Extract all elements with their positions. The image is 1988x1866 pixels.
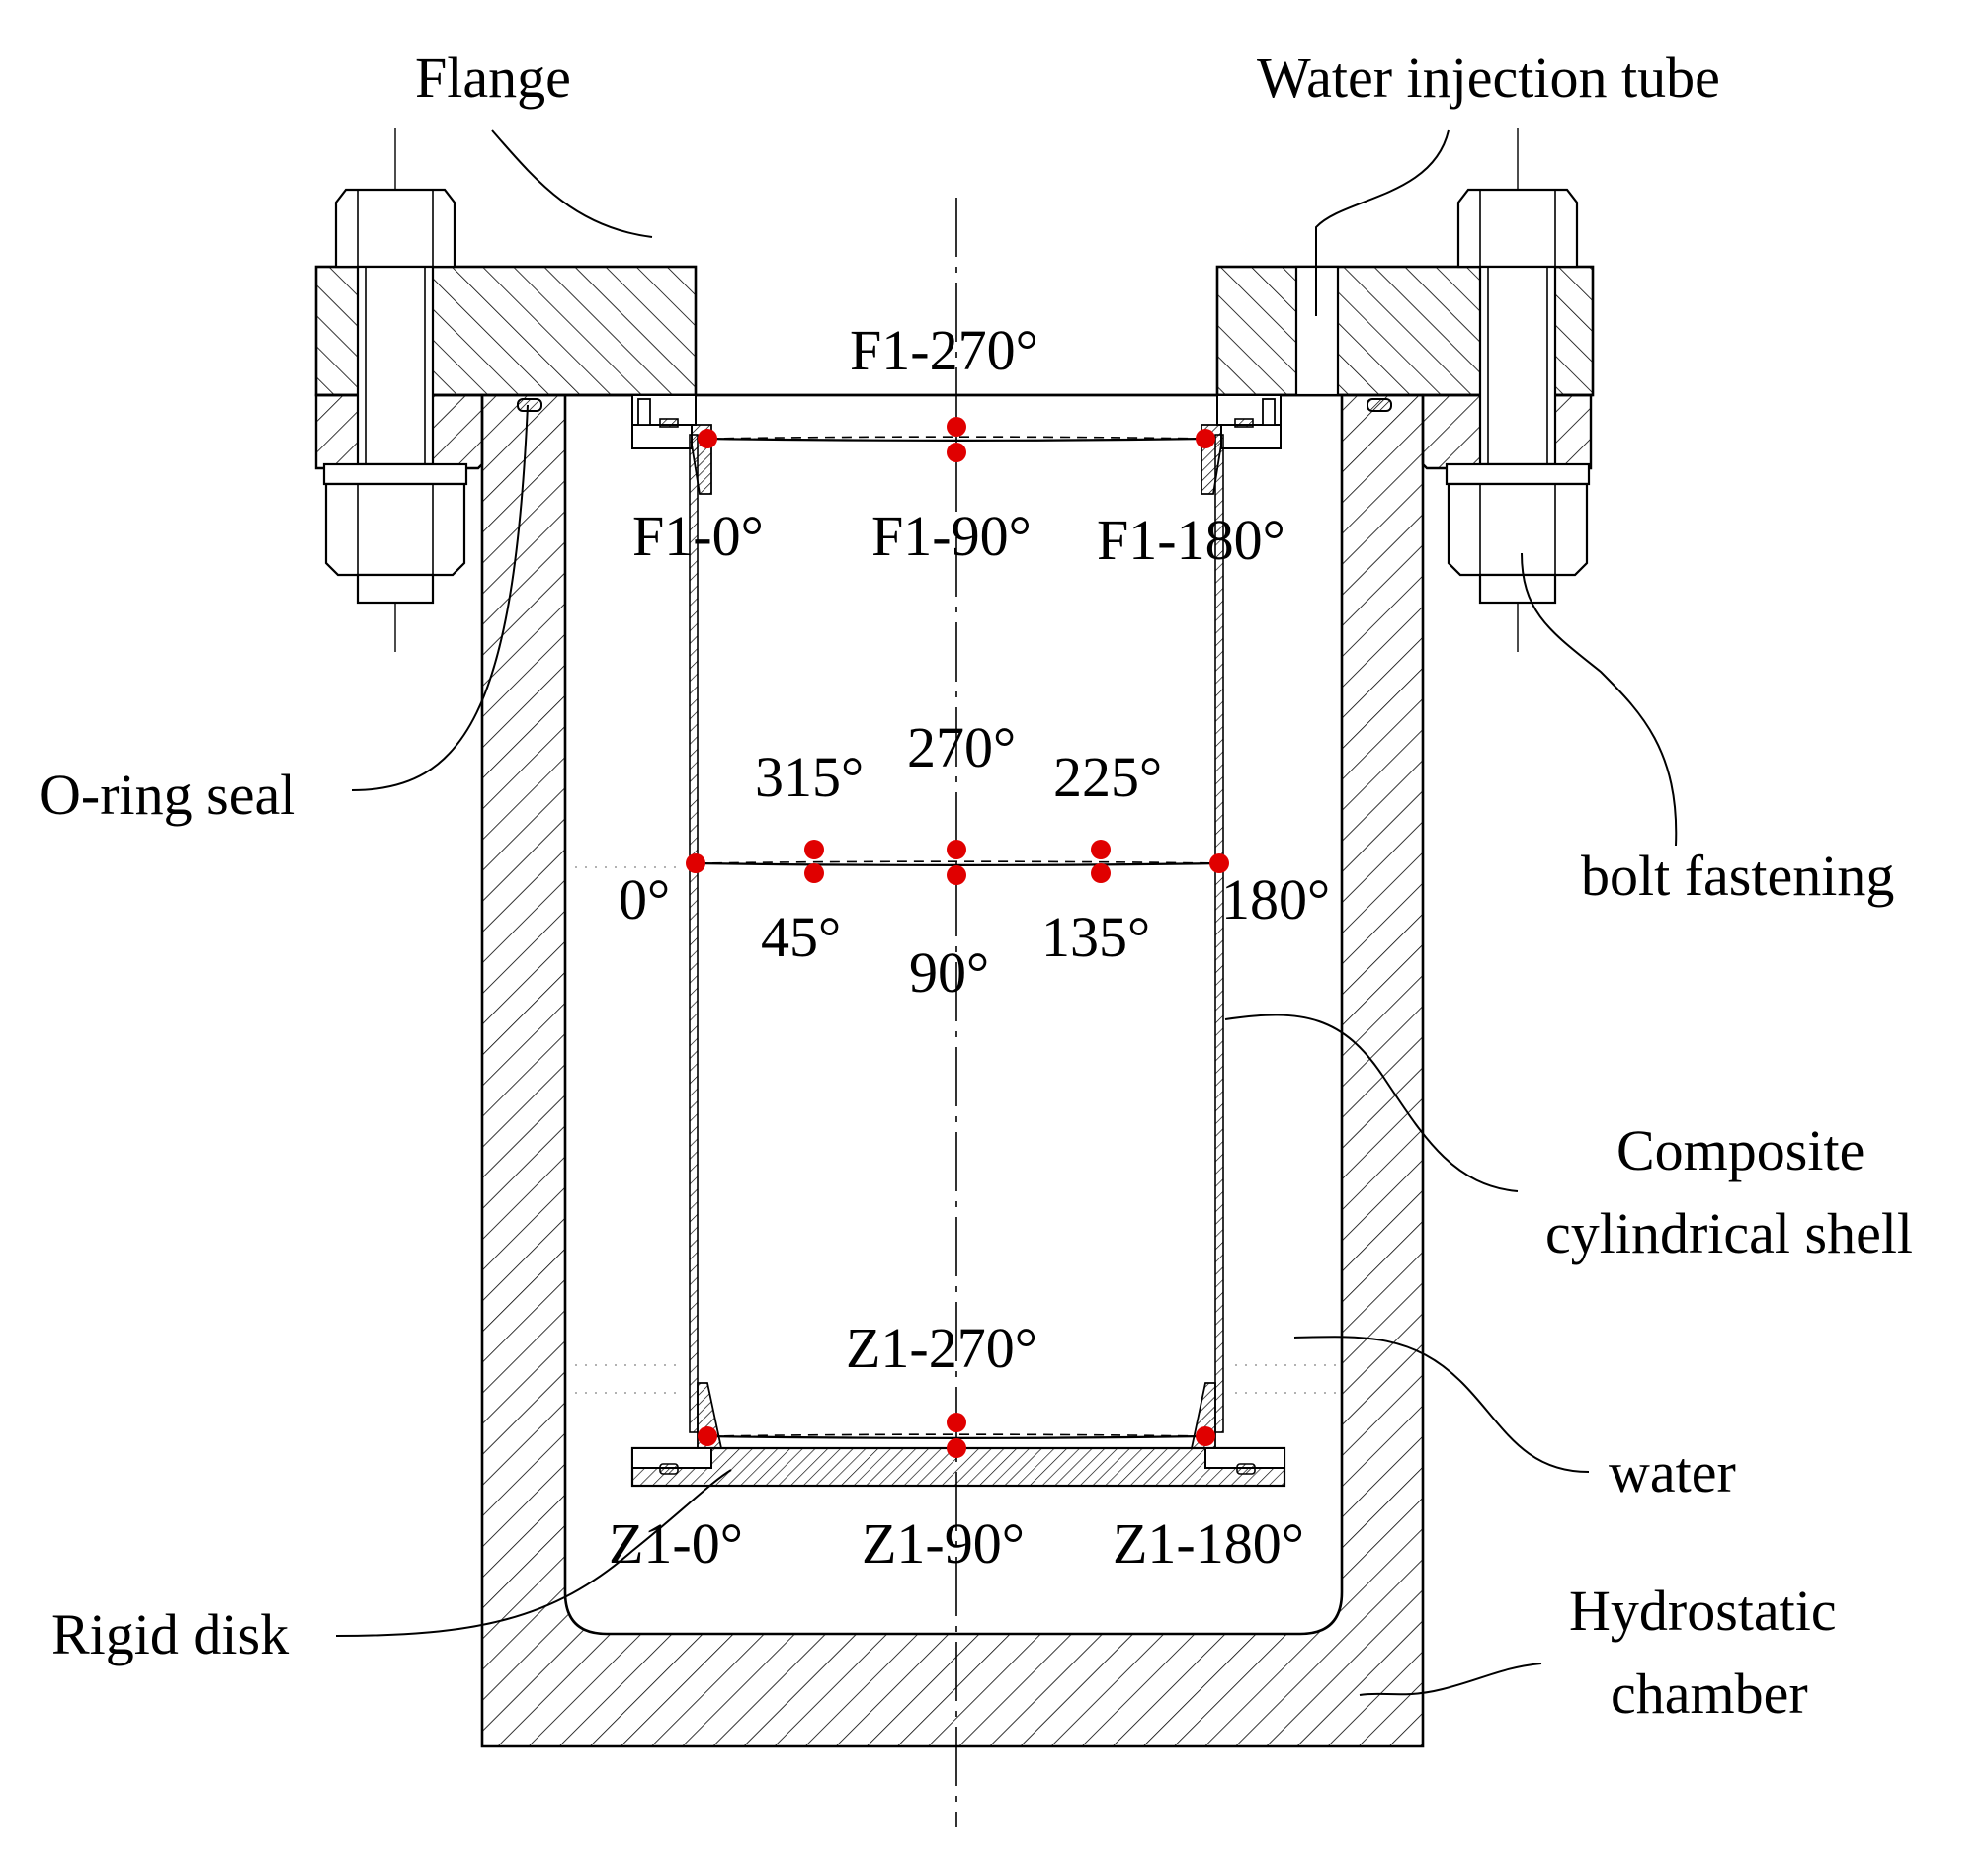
label-flange: Flange (415, 45, 571, 110)
label-f1-180: F1-180° (1097, 508, 1285, 572)
leader-composite-shell (1224, 1014, 1519, 1192)
label-hydrostatic-line1: Hydrostatic (1569, 1579, 1837, 1643)
label-composite-shell-line2: cylindrical shell (1545, 1201, 1913, 1265)
label-f1-90: F1-90° (871, 504, 1032, 568)
label-45: 45° (761, 905, 841, 969)
point-0 (686, 853, 705, 873)
point-135 (1091, 863, 1111, 883)
point-90 (947, 865, 966, 885)
bolt-left (322, 128, 468, 652)
bolt-right (1445, 128, 1591, 652)
label-180: 180° (1221, 867, 1330, 932)
o-ring-seal (517, 398, 1392, 412)
leader-rigid-disk (335, 1469, 732, 1637)
point-225 (1091, 840, 1111, 859)
label-135: 135° (1041, 905, 1150, 969)
point-f1-180 (1196, 429, 1215, 448)
label-f1-270: F1-270° (850, 318, 1038, 382)
point-f1-90 (947, 443, 966, 462)
label-hydrostatic-line2: chamber (1611, 1662, 1808, 1726)
callout-labels: Flange Water injection tube O-ring seal … (40, 45, 1913, 1726)
point-labels: F1-270° F1-0° F1-90° F1-180° 315° 270° 2… (609, 318, 1330, 1576)
label-z1-270: Z1-270° (846, 1316, 1037, 1380)
composite-cylindrical-shell (689, 434, 1224, 1433)
point-z1-180 (1196, 1426, 1215, 1446)
label-270: 270° (907, 715, 1016, 779)
point-f1-0 (698, 429, 717, 448)
leader-water-injection-tube (1315, 129, 1450, 316)
bottom-measurement-ring (706, 1433, 1206, 1439)
leader-lines (335, 129, 1678, 1696)
label-z1-90: Z1-90° (862, 1511, 1025, 1576)
point-180 (1209, 853, 1229, 873)
point-f1-270 (947, 417, 966, 437)
label-z1-0: Z1-0° (609, 1511, 743, 1576)
point-z1-270 (947, 1413, 966, 1432)
top-measurement-ring (706, 436, 1206, 442)
label-water-injection-tube: Water injection tube (1257, 45, 1720, 110)
leader-flange (491, 129, 653, 238)
water-level-hints (575, 866, 1336, 1394)
label-90: 90° (909, 940, 989, 1005)
point-z1-0 (698, 1426, 717, 1446)
leader-o-ring-seal (351, 404, 529, 791)
measurement-points (686, 417, 1229, 1458)
label-0: 0° (619, 867, 670, 932)
point-270 (947, 840, 966, 859)
leader-water (1293, 1336, 1590, 1473)
label-315: 315° (755, 745, 864, 809)
label-rigid-disk: Rigid disk (51, 1602, 289, 1666)
label-o-ring-seal: O-ring seal (40, 763, 295, 827)
label-composite-shell-line1: Composite (1616, 1118, 1864, 1182)
point-z1-90 (947, 1438, 966, 1458)
label-bolt-fastening: bolt fastening (1581, 844, 1894, 908)
leader-hydrostatic-chamber (1359, 1663, 1542, 1696)
point-45 (804, 863, 824, 883)
label-water: water (1609, 1440, 1736, 1504)
middle-measurement-ring (695, 860, 1220, 866)
label-225: 225° (1053, 745, 1162, 809)
leader-bolt-fastening (1521, 552, 1678, 847)
point-315 (804, 840, 824, 859)
label-f1-0: F1-0° (632, 504, 764, 568)
label-z1-180: Z1-180° (1113, 1511, 1304, 1576)
